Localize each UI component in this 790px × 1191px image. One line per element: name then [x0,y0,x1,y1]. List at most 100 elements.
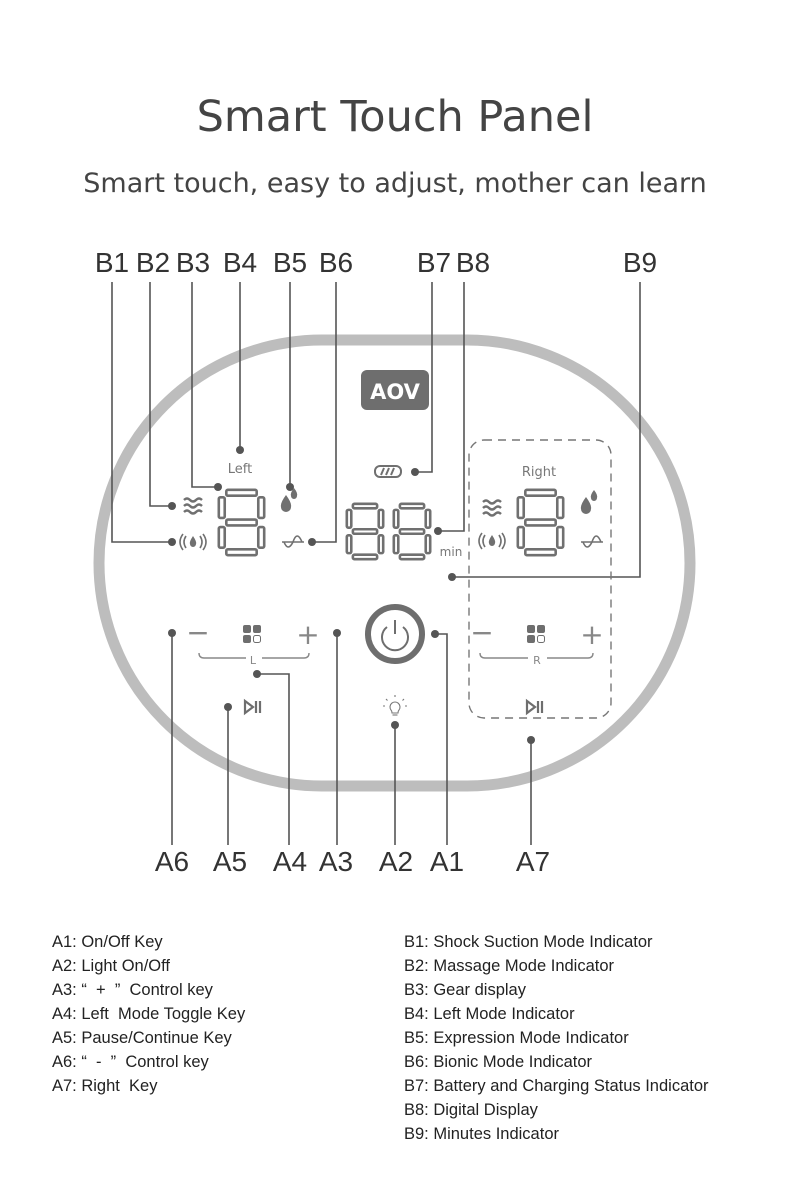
legend-item: A1: On/Off Key [52,933,163,951]
legend-item: A4: Left Mode Toggle Key [52,1005,246,1023]
digit-segment [392,508,400,529]
page-subtitle: Smart touch, easy to adjust, mother can … [83,168,707,199]
digit-segment [398,553,426,561]
right-pause-continue-button[interactable] [525,698,544,716]
timer-digit-tens [345,502,385,561]
left-mode-toggle-button[interactable] [243,625,261,643]
digit-segment [217,525,227,549]
right-group-label: R [533,654,541,667]
digit-segment [345,534,353,555]
right-bracket [479,652,594,659]
battery-icon [374,465,402,478]
right-mode-grid-icon [527,625,545,643]
timer-digit-ones [392,502,432,561]
callout-b8: B8 [456,247,490,278]
callout-a2: A2 [379,846,413,877]
right-minus-button[interactable]: − [470,616,493,649]
digit-segment [377,508,385,529]
leader-dots [168,446,535,744]
digit-segment [524,488,557,498]
digit-segment [516,496,526,520]
legend-a: A1: On/Off Key A2: Light On/Off A3: “ + … [52,930,245,1098]
legend-item: B8: Digital Display [404,1101,538,1119]
callout-b9: B9 [623,247,657,278]
digit-segment [225,547,258,557]
page-title: Smart Touch Panel [196,92,594,142]
min-label: min [440,545,463,559]
bottom-callouts: A6 A5 A4 A3 A2 A1 A7 [155,846,550,877]
callout-b3: B3 [176,247,210,278]
digit-segment [351,527,379,536]
right-expression-mode-icon [580,490,598,514]
legend-item: B5: Expression Mode Indicator [404,1029,629,1047]
digit-segment [516,525,526,549]
callout-a3: A3 [319,846,353,877]
digit-segment [392,534,400,555]
digit-segment [256,525,266,549]
svg-text:AOV: AOV [370,380,421,404]
right-key-area[interactable] [468,439,612,719]
callout-b6: B6 [319,247,353,278]
digit-segment [555,496,565,520]
digit-segment [424,508,432,529]
legend-item: B7: Battery and Charging Status Indicato… [404,1077,709,1095]
right-bionic-mode-icon [581,535,603,548]
left-plus-button[interactable]: + [296,618,319,651]
power-button[interactable] [365,604,425,664]
right-shock-suction-mode-icon [478,532,506,550]
left-group-label: L [250,654,257,667]
legend-item: B3: Gear display [404,981,526,999]
legend-item: A7: Right Key [52,1077,158,1095]
left-minus-button[interactable]: − [186,616,209,649]
digit-segment [351,553,379,561]
digit-segment [555,525,565,549]
digit-segment [345,508,353,529]
mode-grid-icon [243,625,261,643]
digit-segment [225,518,258,527]
bionic-mode-icon [282,535,304,548]
left-pause-continue-button[interactable] [243,698,262,716]
digit-segment [524,518,557,527]
callout-a6: A6 [155,846,189,877]
light-button[interactable] [383,695,407,716]
callout-a5: A5 [213,846,247,877]
svg-text:+: + [580,618,603,651]
expression-mode-icon [280,488,298,512]
right-mode-toggle-button[interactable] [527,625,545,643]
digit-segment [398,527,426,536]
callout-a4: A4 [273,846,307,877]
power-icon [381,620,409,652]
top-callouts: B1 B2 B3 B4 B5 B6 B7 B8 B9 [95,247,657,278]
svg-text:−: − [186,616,209,649]
legend-item: B4: Left Mode Indicator [404,1005,575,1023]
leader-lines [111,282,641,845]
callout-a7: A7 [516,846,550,877]
legend-item: B1: Shock Suction Mode Indicator [404,933,653,951]
callout-b7: B7 [417,247,451,278]
legend-item: B9: Minutes Indicator [404,1125,559,1143]
digit-segment [377,534,385,555]
left-gear-digit [217,488,266,557]
digit-segment [217,496,227,520]
callout-b5: B5 [273,247,307,278]
legend-item: A5: Pause/Continue Key [52,1029,232,1047]
legend-item: A6: “ - ” Control key [52,1053,209,1071]
legend-item: B6: Bionic Mode Indicator [404,1053,593,1071]
right-label: Right [522,465,556,480]
right-gear-digit [516,488,565,557]
light-bulb-icon [383,695,407,716]
digit-segment [424,534,432,555]
massage-mode-icon [183,497,203,515]
left-bracket [198,652,310,659]
legend-item: A3: “ + ” Control key [52,981,213,999]
callout-b4: B4 [223,247,257,278]
digit-segment [524,547,557,557]
right-plus-button[interactable]: + [580,618,603,651]
callout-b1: B1 [95,247,129,278]
left-label: Left [228,462,252,477]
svg-text:−: − [470,616,493,649]
legend-item: A2: Light On/Off [52,957,171,975]
shock-suction-mode-icon [179,533,207,551]
digit-segment [225,488,258,498]
